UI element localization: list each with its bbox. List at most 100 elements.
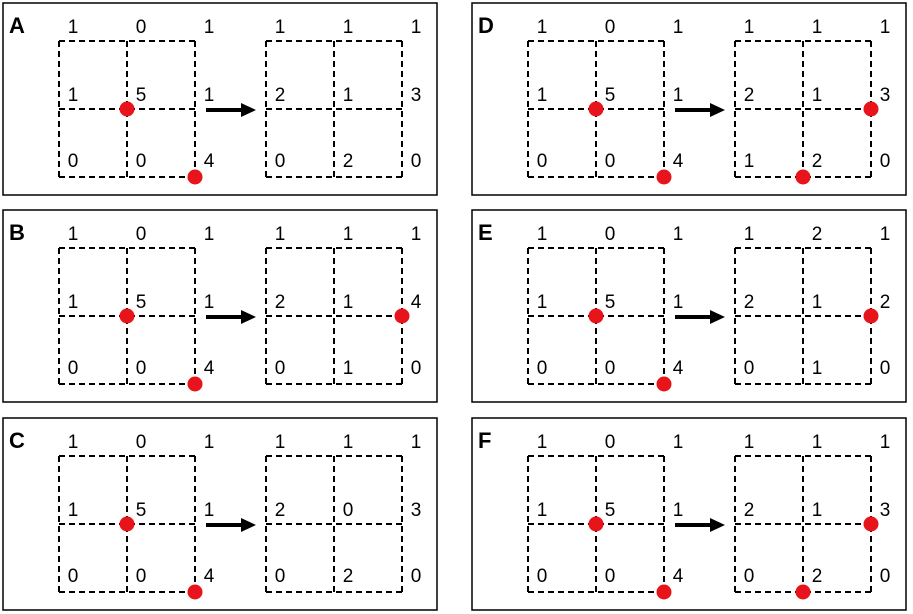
after-value: 1 bbox=[275, 224, 286, 245]
after-value: 2 bbox=[812, 224, 823, 245]
after-value: 2 bbox=[744, 292, 755, 313]
after-value: 1 bbox=[812, 85, 823, 106]
before-value: 1 bbox=[673, 292, 684, 313]
before-value: 4 bbox=[204, 151, 215, 172]
panel-frame bbox=[471, 417, 907, 611]
after-value: 1 bbox=[343, 224, 354, 245]
after-value: 1 bbox=[744, 151, 755, 172]
after-value: 1 bbox=[812, 17, 823, 38]
panel-label: C bbox=[9, 428, 25, 453]
before-value: 5 bbox=[136, 292, 147, 313]
after-value: 0 bbox=[411, 566, 422, 587]
before-value: 0 bbox=[136, 432, 147, 453]
before-value: 0 bbox=[537, 566, 548, 587]
panel-label: F bbox=[478, 428, 491, 453]
before-value: 1 bbox=[204, 292, 215, 313]
before-value: 1 bbox=[673, 17, 684, 38]
after-red-dot bbox=[394, 308, 410, 324]
after-value: 2 bbox=[275, 500, 286, 521]
before-value: 4 bbox=[673, 566, 684, 587]
panel-label: A bbox=[9, 13, 25, 38]
after-value: 3 bbox=[880, 500, 891, 521]
before-value: 0 bbox=[605, 358, 616, 379]
before-red-dot bbox=[588, 101, 604, 117]
before-value: 0 bbox=[136, 224, 147, 245]
before-value: 0 bbox=[605, 151, 616, 172]
after-value: 0 bbox=[343, 500, 354, 521]
after-value: 0 bbox=[411, 151, 422, 172]
before-value: 0 bbox=[136, 566, 147, 587]
arrow-head-icon bbox=[710, 518, 725, 532]
after-value: 0 bbox=[275, 566, 286, 587]
before-value: 4 bbox=[204, 566, 215, 587]
after-value: 0 bbox=[275, 151, 286, 172]
after-value: 1 bbox=[343, 432, 354, 453]
before-value: 0 bbox=[136, 151, 147, 172]
after-value: 0 bbox=[744, 358, 755, 379]
before-value: 4 bbox=[673, 358, 684, 379]
after-value: 0 bbox=[880, 566, 891, 587]
before-value: 1 bbox=[537, 17, 548, 38]
before-value: 0 bbox=[537, 151, 548, 172]
before-red-dot bbox=[588, 516, 604, 532]
before-value: 1 bbox=[68, 432, 79, 453]
after-value: 1 bbox=[343, 17, 354, 38]
after-value: 1 bbox=[744, 17, 755, 38]
panel-label: E bbox=[478, 220, 493, 245]
after-value: 1 bbox=[744, 224, 755, 245]
after-red-dot bbox=[863, 101, 879, 117]
after-value: 1 bbox=[343, 358, 354, 379]
after-red-dot bbox=[795, 169, 811, 185]
before-value: 1 bbox=[68, 500, 79, 521]
after-value: 1 bbox=[880, 432, 891, 453]
after-value: 1 bbox=[411, 224, 422, 245]
arrow-head-icon bbox=[241, 310, 256, 324]
before-value: 0 bbox=[136, 358, 147, 379]
before-red-dot bbox=[119, 516, 135, 532]
after-value: 1 bbox=[812, 358, 823, 379]
arrow-head-icon bbox=[241, 103, 256, 117]
after-value: 0 bbox=[275, 358, 286, 379]
arrow-head-icon bbox=[241, 518, 256, 532]
before-value: 0 bbox=[136, 17, 147, 38]
after-value: 2 bbox=[343, 151, 354, 172]
before-value: 1 bbox=[68, 85, 79, 106]
before-value: 1 bbox=[537, 500, 548, 521]
panel-frame bbox=[2, 2, 438, 196]
after-value: 1 bbox=[411, 17, 422, 38]
before-red-dot bbox=[656, 584, 672, 600]
before-value: 0 bbox=[605, 432, 616, 453]
before-value: 1 bbox=[673, 224, 684, 245]
after-value: 0 bbox=[744, 566, 755, 587]
after-value: 0 bbox=[880, 358, 891, 379]
before-red-dot bbox=[187, 169, 203, 185]
before-value: 1 bbox=[68, 224, 79, 245]
after-value: 1 bbox=[812, 432, 823, 453]
after-value: 2 bbox=[275, 292, 286, 313]
after-value: 2 bbox=[275, 85, 286, 106]
before-value: 0 bbox=[605, 17, 616, 38]
arrow-head-icon bbox=[710, 310, 725, 324]
after-value: 1 bbox=[343, 85, 354, 106]
before-value: 1 bbox=[673, 500, 684, 521]
before-value: 1 bbox=[204, 432, 215, 453]
after-red-dot bbox=[863, 308, 879, 324]
before-value: 0 bbox=[68, 566, 79, 587]
after-value: 2 bbox=[812, 151, 823, 172]
panel-frame bbox=[2, 417, 438, 611]
before-value: 1 bbox=[68, 292, 79, 313]
before-value: 1 bbox=[673, 432, 684, 453]
before-value: 0 bbox=[605, 566, 616, 587]
after-value: 1 bbox=[411, 432, 422, 453]
after-value: 3 bbox=[880, 85, 891, 106]
after-value: 1 bbox=[275, 432, 286, 453]
before-value: 1 bbox=[204, 224, 215, 245]
after-value: 2 bbox=[744, 85, 755, 106]
after-value: 1 bbox=[880, 17, 891, 38]
before-value: 1 bbox=[204, 85, 215, 106]
